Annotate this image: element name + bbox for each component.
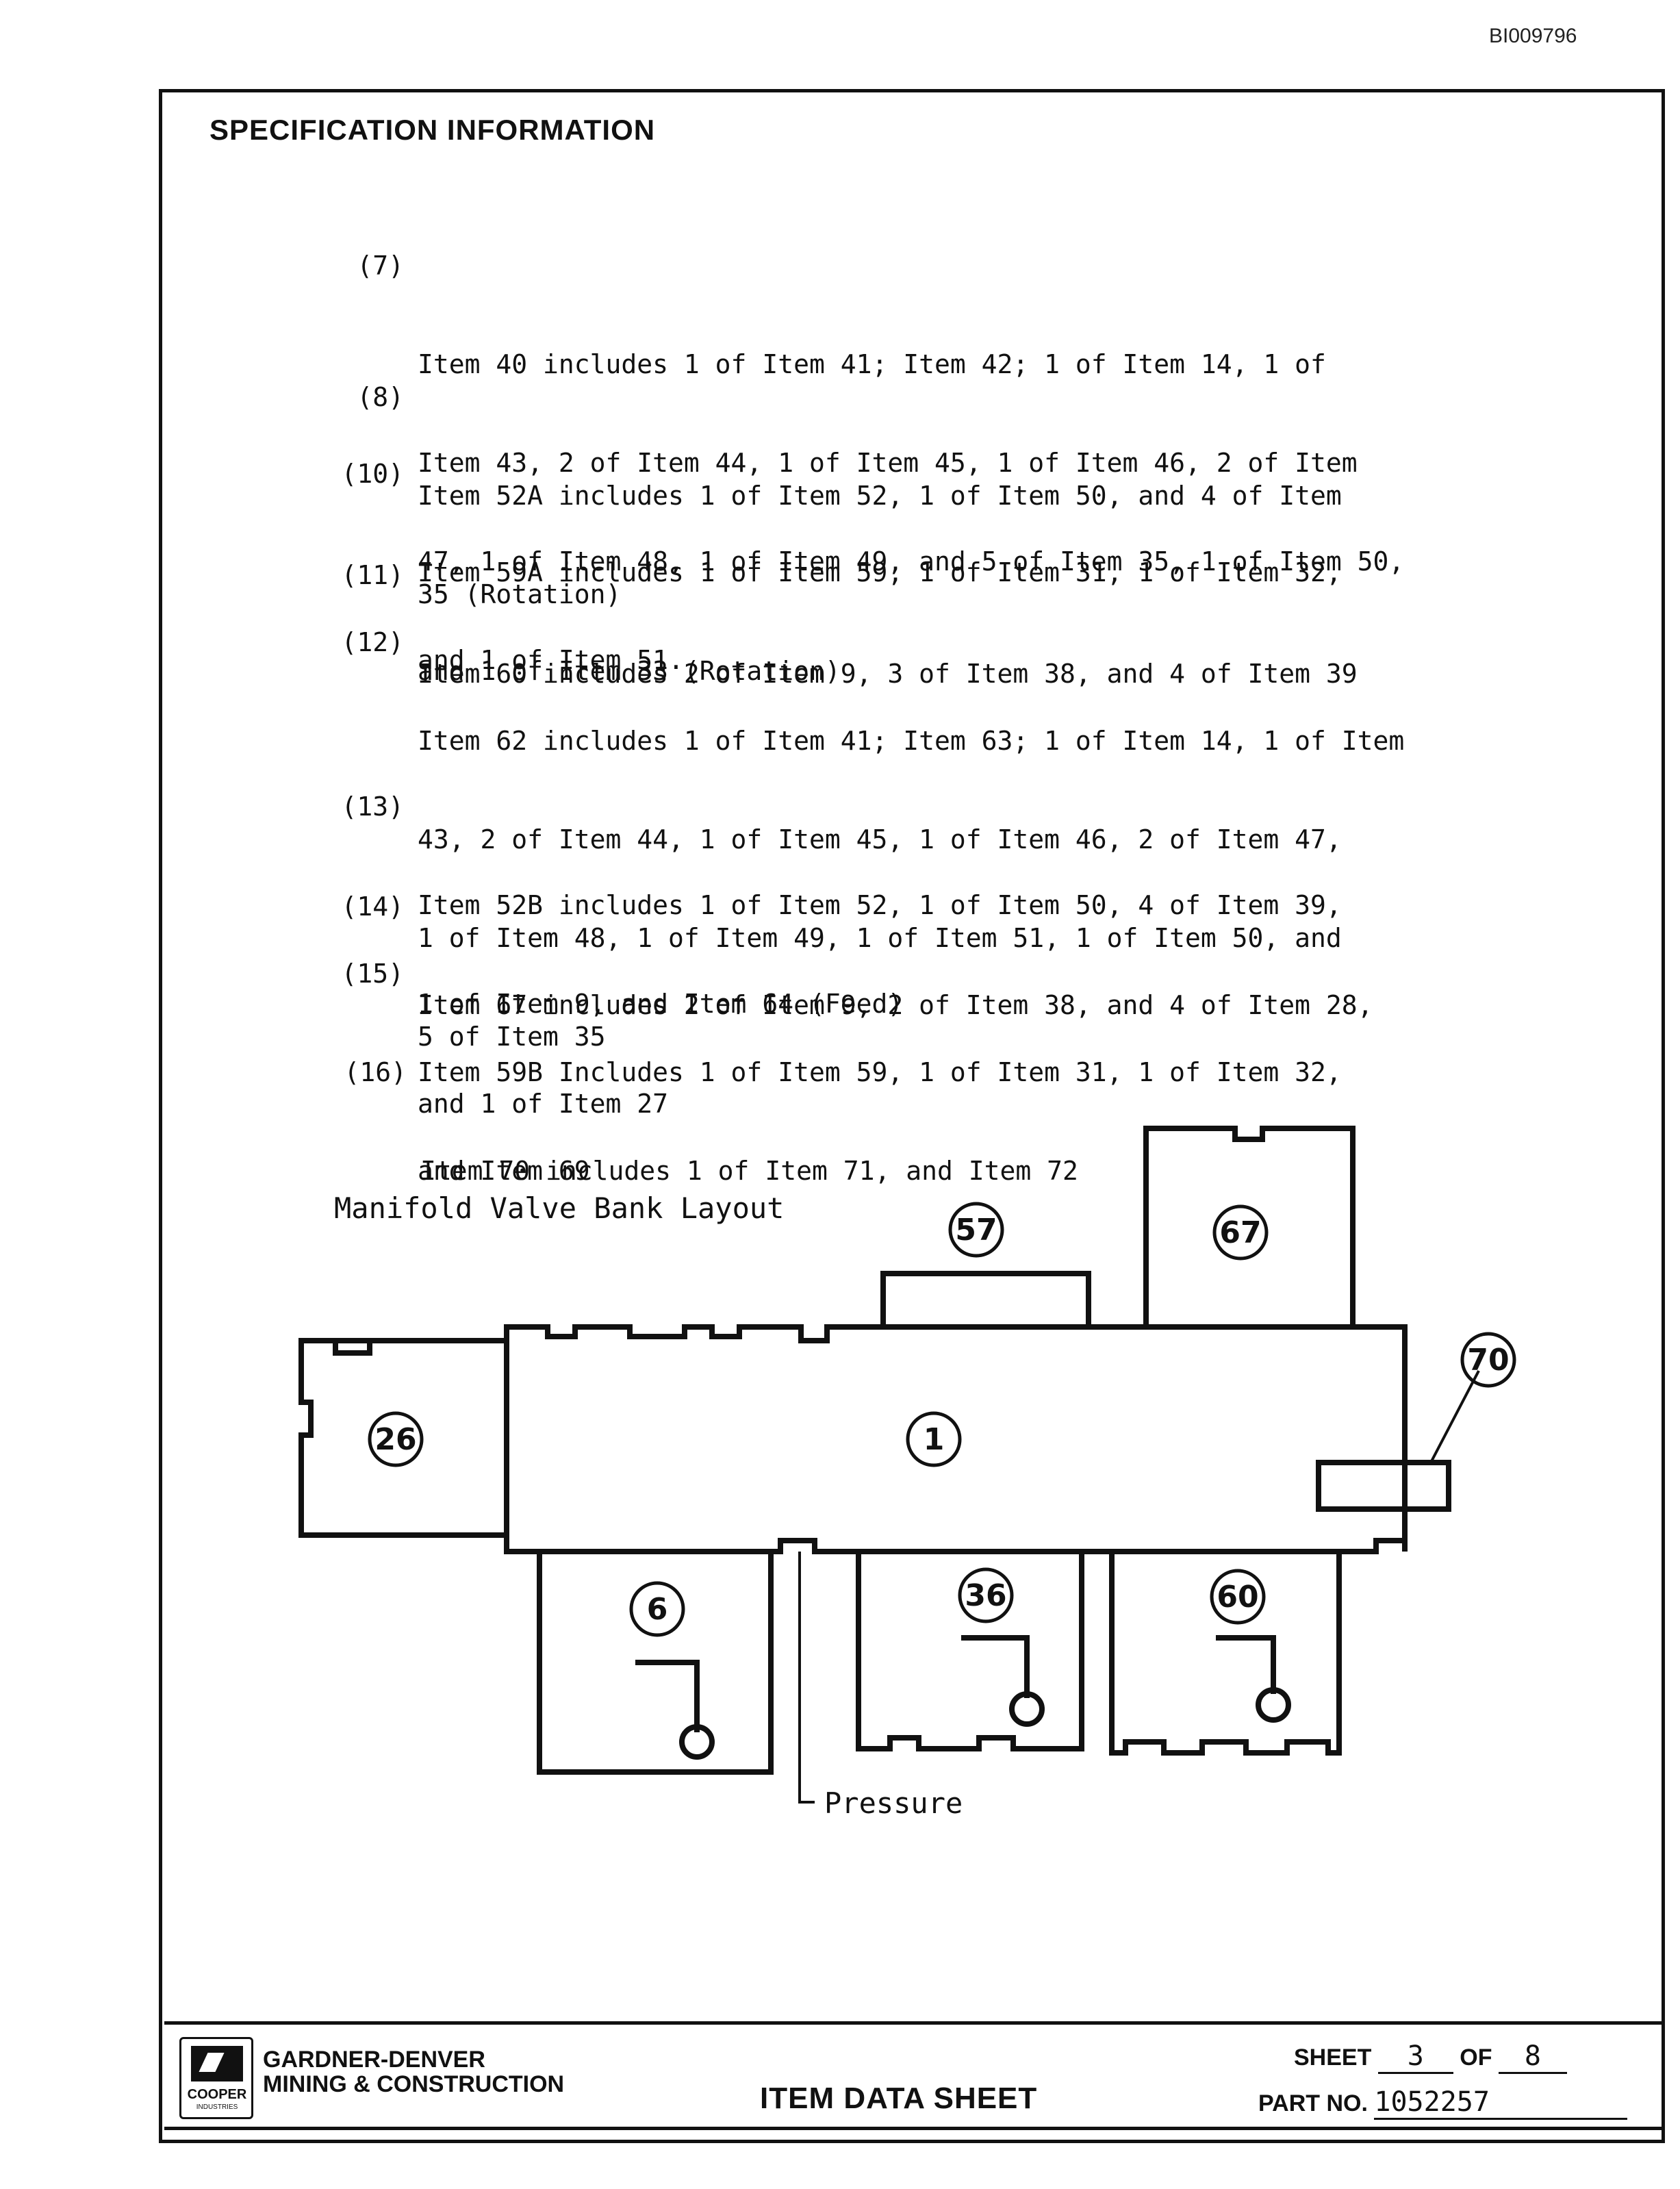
logo-mark-icon bbox=[191, 2046, 243, 2082]
block-26 bbox=[298, 1338, 507, 1538]
note-line: Item 59B Includes 1 of Item 59, 1 of Ite… bbox=[418, 1057, 1342, 1087]
note-number: (11) bbox=[341, 560, 404, 590]
note-number: (16) bbox=[344, 1057, 407, 1087]
company-logo: COOPER INDUSTRIES bbox=[179, 2037, 253, 2119]
note-10: (10) Item 59A includes 1 of Item 59, 1 o… bbox=[341, 457, 1342, 753]
sheet-label: SHEET bbox=[1294, 2045, 1372, 2071]
of-label: OF bbox=[1460, 2045, 1492, 2071]
callout-57: 57 bbox=[955, 1213, 997, 1248]
sheet-number: 3 bbox=[1377, 2040, 1453, 2074]
part-number-row: PART NO. 1052257 bbox=[1258, 2086, 1628, 2120]
note-14: (14) Item 67 includes 2 of Item 9, 2 of … bbox=[341, 890, 1373, 1186]
pressure-label: Pressure bbox=[824, 1786, 963, 1820]
note-line: 47, 1 of Item 48, 1 of Item 49, and 5 of… bbox=[418, 546, 1405, 577]
note-line: Item 62 includes 1 of Item 41; Item 63; … bbox=[418, 726, 1405, 756]
manifold-block bbox=[504, 1324, 1408, 1554]
document-id: BI009796 bbox=[1489, 25, 1577, 47]
callout-6: 6 bbox=[647, 1592, 668, 1627]
note-line: Item 52A includes 1 of Item 52, 1 of Ite… bbox=[418, 481, 1342, 511]
sheet-total: 8 bbox=[1498, 2040, 1567, 2074]
note-number: (15) bbox=[341, 959, 404, 989]
note-line: Item 43, 2 of Item 44, 1 of Item 45, 1 o… bbox=[418, 448, 1358, 478]
logo-text: COOPER bbox=[187, 2087, 247, 2102]
note-11: (11) Item 60 includes 2 of Item 9, 3 of … bbox=[341, 559, 1358, 756]
logo-subtext: INDUSTRIES bbox=[196, 2103, 238, 2111]
note-line: Item 52B includes 1 of Item 52, 1 of Ite… bbox=[418, 890, 1342, 920]
callout-67: 67 bbox=[1219, 1215, 1261, 1250]
block-6 bbox=[537, 1552, 774, 1775]
callout-26: 26 bbox=[374, 1422, 416, 1457]
section-title: SPECIFICATION INFORMATION bbox=[209, 114, 656, 146]
block-57 bbox=[880, 1271, 1091, 1327]
footer-bottom-rule bbox=[164, 2127, 1664, 2130]
callout-70: 70 bbox=[1467, 1343, 1509, 1378]
note-line: Item 40 includes 1 of Item 41; Item 42; … bbox=[418, 349, 1326, 379]
block-70 bbox=[1316, 1460, 1451, 1512]
page-frame bbox=[159, 89, 1665, 2143]
note-line: Item 59A includes 1 of Item 59, 1 of Ite… bbox=[418, 557, 1342, 587]
part-number: 1052257 bbox=[1374, 2086, 1628, 2120]
note-line: and Item 69 bbox=[418, 1156, 590, 1186]
note-number: (12) bbox=[341, 627, 404, 657]
note-7: (7) Item 40 includes 1 of Item 41; Item … bbox=[357, 249, 1405, 742]
block-60 bbox=[1109, 1552, 1342, 1756]
note-number: (14) bbox=[341, 891, 404, 922]
note-line: 1 of Item 48, 1 of Item 49, 1 of Item 51… bbox=[418, 923, 1342, 953]
note-line: 5 of Item 35 bbox=[418, 1022, 606, 1052]
note-number: (7) bbox=[357, 251, 404, 281]
note-16: (16) Item 70 includes 1 of Item 71, and … bbox=[344, 1056, 1078, 1253]
note-12: (12) Item 62 includes 1 of Item 41; Item… bbox=[341, 626, 1405, 1119]
part-label: PART NO. bbox=[1258, 2090, 1368, 2116]
company-line-1: GARDNER-DENVER bbox=[263, 2047, 485, 2073]
note-number: (8) bbox=[357, 382, 404, 412]
note-line: and 1 of Item 27 bbox=[418, 1089, 669, 1119]
note-number: (10) bbox=[341, 459, 404, 489]
note-8: (8) Item 52A includes 1 of Item 52, 1 of… bbox=[357, 381, 1342, 676]
note-line: 1 of Item 9, and Item 64 (Feed) bbox=[418, 989, 904, 1019]
note-line: 35 (Rotation) bbox=[418, 579, 622, 609]
note-13: (13) Item 52B includes 1 of Item 52, 1 o… bbox=[341, 790, 1342, 1086]
callout-36: 36 bbox=[965, 1578, 1006, 1613]
block-36 bbox=[856, 1552, 1084, 1751]
footer-top-rule bbox=[164, 2021, 1664, 2025]
block-67 bbox=[1143, 1126, 1356, 1327]
diagram-title: Manifold Valve Bank Layout bbox=[334, 1191, 785, 1225]
sheet-title: ITEM DATA SHEET bbox=[760, 2082, 1038, 2115]
note-line: Item 67 includes 2 of Item 9, 2 of Item … bbox=[418, 990, 1373, 1020]
sheet-number-row: SHEET 3 OF 8 bbox=[1294, 2040, 1567, 2074]
note-line: 43, 2 of Item 44, 1 of Item 45, 1 of Ite… bbox=[418, 824, 1342, 855]
note-line: and 1 of Item 51. bbox=[418, 645, 684, 675]
company-line-2: MINING & CONSTRUCTION bbox=[263, 2071, 565, 2097]
callout-1: 1 bbox=[924, 1422, 945, 1457]
company-name: GARDNER-DENVER MINING & CONSTRUCTION bbox=[263, 2047, 564, 2097]
note-line: Item 70 includes 1 of Item 71, and Item … bbox=[420, 1156, 1078, 1186]
note-line: Item 60 includes 2 of Item 9, 3 of Item … bbox=[418, 659, 1358, 689]
note-line: and 1 of Item 33 (Rotation) bbox=[418, 656, 841, 686]
note-15: (15) Item 59B Includes 1 of Item 59, 1 o… bbox=[341, 957, 1342, 1253]
callout-60: 60 bbox=[1217, 1580, 1258, 1615]
note-number: (13) bbox=[341, 792, 404, 822]
